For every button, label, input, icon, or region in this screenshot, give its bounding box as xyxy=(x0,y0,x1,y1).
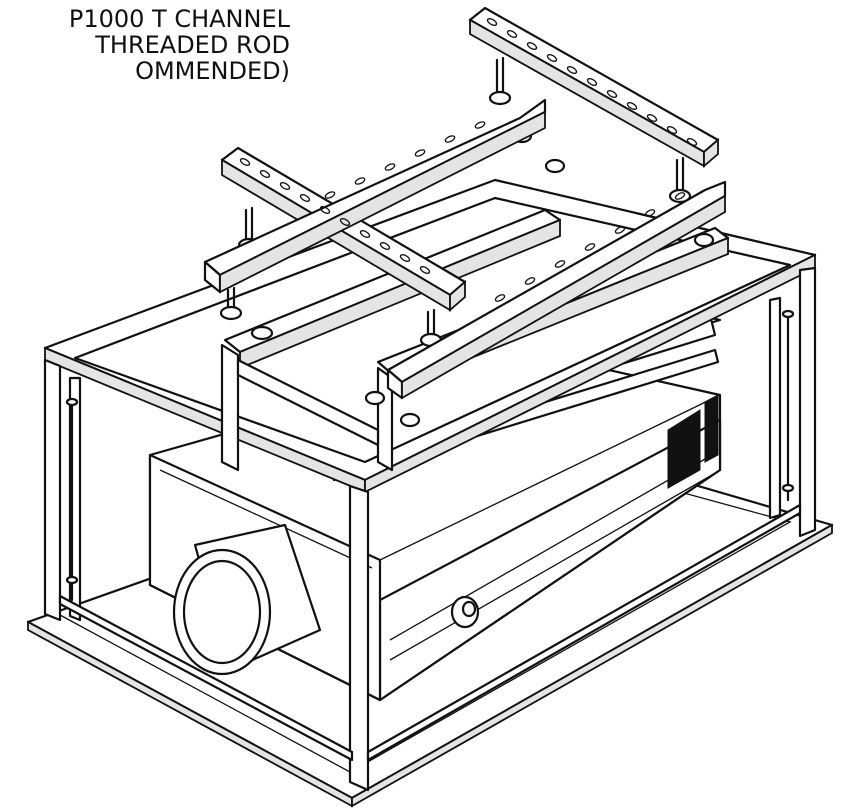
cross-channel-right xyxy=(386,180,727,400)
channel-slots xyxy=(239,18,698,302)
frame-front-posts xyxy=(43,266,817,792)
side-bracket xyxy=(220,343,394,472)
frame-bottom-rails xyxy=(58,503,802,762)
cross-channel-left xyxy=(203,98,547,294)
focus-knob-icon xyxy=(450,595,480,629)
projector-lens xyxy=(172,523,322,676)
callout-line-channel: P1000 T CHANNEL xyxy=(68,5,290,33)
callout-label: P1000 T CHANNEL THREADED ROD OMMENDED) xyxy=(0,6,290,84)
callout-line-rod: THREADED ROD xyxy=(95,31,290,59)
callout-line-recommended: OMMENDED) xyxy=(135,57,290,85)
corner-rods xyxy=(65,309,795,602)
vent-grille-icon xyxy=(667,394,719,489)
